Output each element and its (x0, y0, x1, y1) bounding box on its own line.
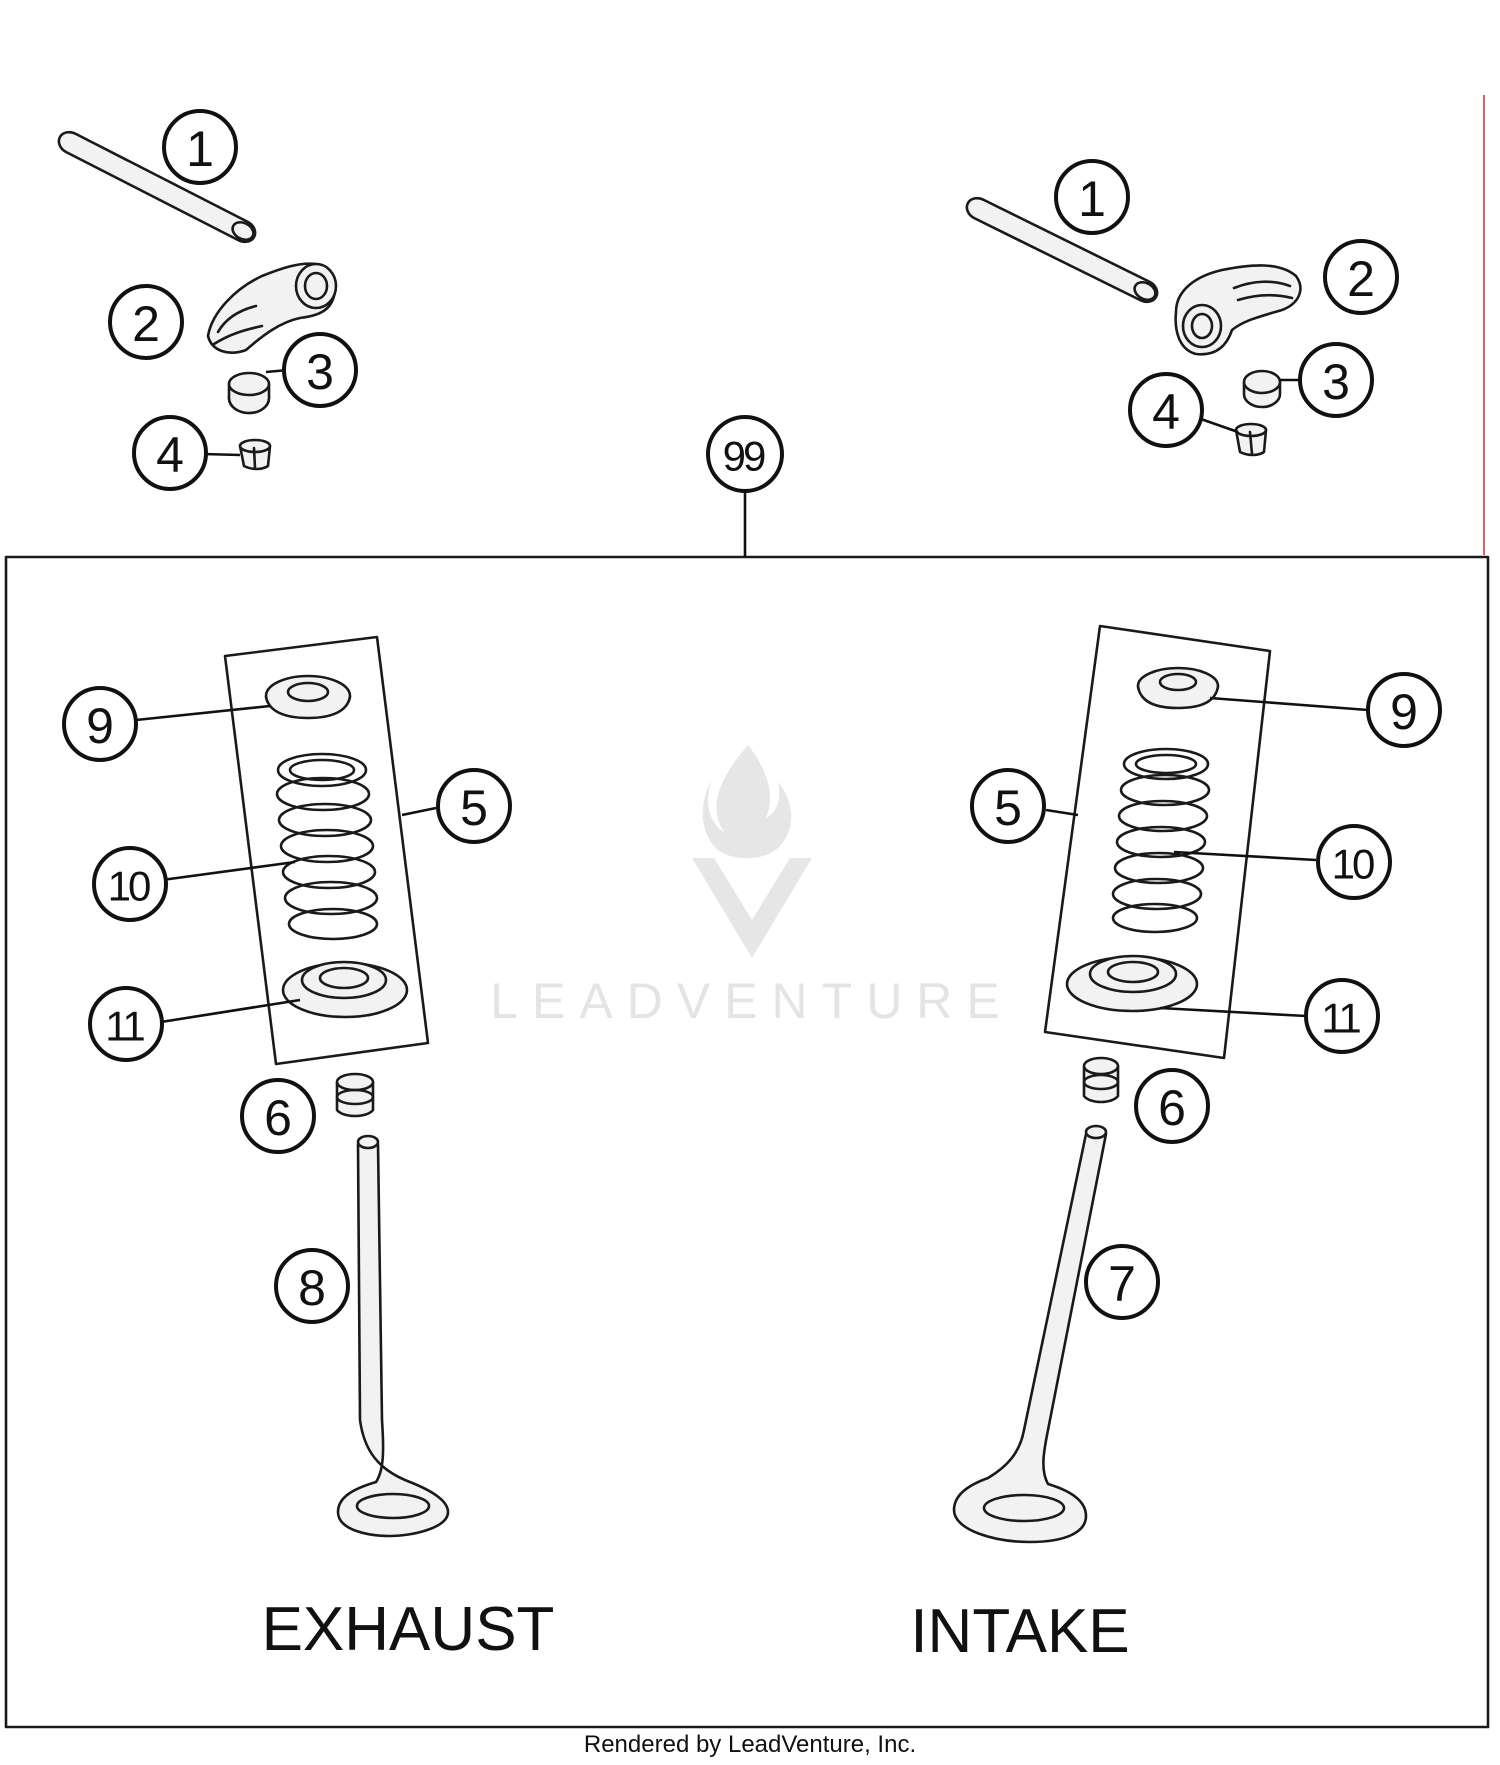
callout-number: 3 (306, 344, 334, 400)
callout-number: 2 (132, 296, 160, 352)
intake-spring-seat (1065, 954, 1199, 1013)
callout-number: 6 (1158, 1080, 1186, 1136)
callout-4-left: 4 (132, 415, 208, 491)
callout-number: 9 (86, 698, 114, 754)
callout-11-exhaust: 11 (88, 986, 164, 1062)
exhaust-valve-spring (275, 752, 379, 941)
intake-spring-kit-frame (1043, 624, 1272, 1060)
callout-10-exhaust: 10 (92, 846, 168, 922)
exhaust-label: EXHAUST (262, 1595, 555, 1664)
watermark-text: LEADVENTURE (490, 973, 1014, 1029)
callout-number: 8 (298, 1260, 326, 1316)
intake-spring-retainer (1136, 666, 1220, 710)
callout-number: 1 (186, 121, 214, 177)
callout-2-right: 2 (1323, 239, 1399, 315)
callout-1-right: 1 (1054, 159, 1130, 235)
intake-valve-pad (1242, 369, 1282, 409)
intake-rocker-shaft (965, 196, 1159, 304)
callout-number: 11 (105, 1003, 144, 1050)
callout-number: 3 (1322, 354, 1350, 410)
intake-valve-spring (1111, 747, 1211, 934)
exhaust-rocker-shaft (57, 130, 257, 244)
exhaust-valve-collet (238, 438, 272, 471)
callout-number: 1 (1078, 171, 1106, 227)
callout-10-intake: 10 (1316, 824, 1392, 900)
callout-8-exhaust: 8 (274, 1248, 350, 1324)
callout-number: 99 (723, 433, 765, 480)
leaders-exhaust (135, 704, 437, 1024)
footer-credit: Rendered by LeadVenture, Inc. (584, 1731, 916, 1758)
leadventure-watermark: LEADVENTURE (490, 745, 1014, 1029)
callout-number: 7 (1108, 1256, 1136, 1312)
callout-5-exhaust: 5 (436, 768, 512, 844)
exhaust-valve (336, 1134, 450, 1538)
callout-1-left: 1 (162, 109, 238, 185)
callout-6-intake: 6 (1134, 1068, 1210, 1144)
callout-number: 10 (108, 863, 150, 910)
callout-3-right: 3 (1298, 342, 1374, 418)
callout-9-exhaust: 9 (62, 686, 138, 762)
callout-number: 4 (156, 427, 184, 483)
callout-3-left: 3 (282, 332, 358, 408)
callout-number: 2 (1347, 251, 1375, 307)
exhaust-spring-seat (281, 960, 409, 1019)
intake-rocker-arm (1174, 264, 1302, 356)
callout-11-intake: 11 (1304, 978, 1380, 1054)
callout-4-right: 4 (1128, 372, 1204, 448)
intake-valve-collet (1234, 422, 1268, 457)
exhaust-rocker-arm (206, 262, 338, 354)
callout-5-intake: 5 (970, 768, 1046, 844)
callout-99: 99 (706, 415, 784, 493)
exhaust-spring-retainer (264, 674, 352, 720)
callout-6-exhaust: 6 (240, 1078, 316, 1154)
callout-number: 6 (264, 1090, 292, 1146)
callout-number: 4 (1152, 384, 1180, 440)
callout-9-intake: 9 (1366, 672, 1442, 748)
callout-number: 11 (1321, 995, 1360, 1042)
exhaust-valve-stem-seal (335, 1072, 375, 1118)
callout-2-left: 2 (108, 284, 184, 360)
intake-valve-stem-seal (1082, 1056, 1120, 1104)
intake-label: INTAKE (910, 1597, 1129, 1666)
kit-box (4, 492, 1490, 1729)
exhaust-spring-kit-frame (223, 635, 430, 1066)
intake-valve (952, 1124, 1108, 1544)
callout-number: 5 (460, 780, 488, 836)
exhaust-valve-pad (227, 371, 271, 415)
callout-7-intake: 7 (1084, 1244, 1160, 1320)
callout-number: 5 (994, 780, 1022, 836)
callout-number: 9 (1390, 684, 1418, 740)
callout-number: 10 (1332, 841, 1374, 888)
leaders-intake (1045, 696, 1369, 1018)
